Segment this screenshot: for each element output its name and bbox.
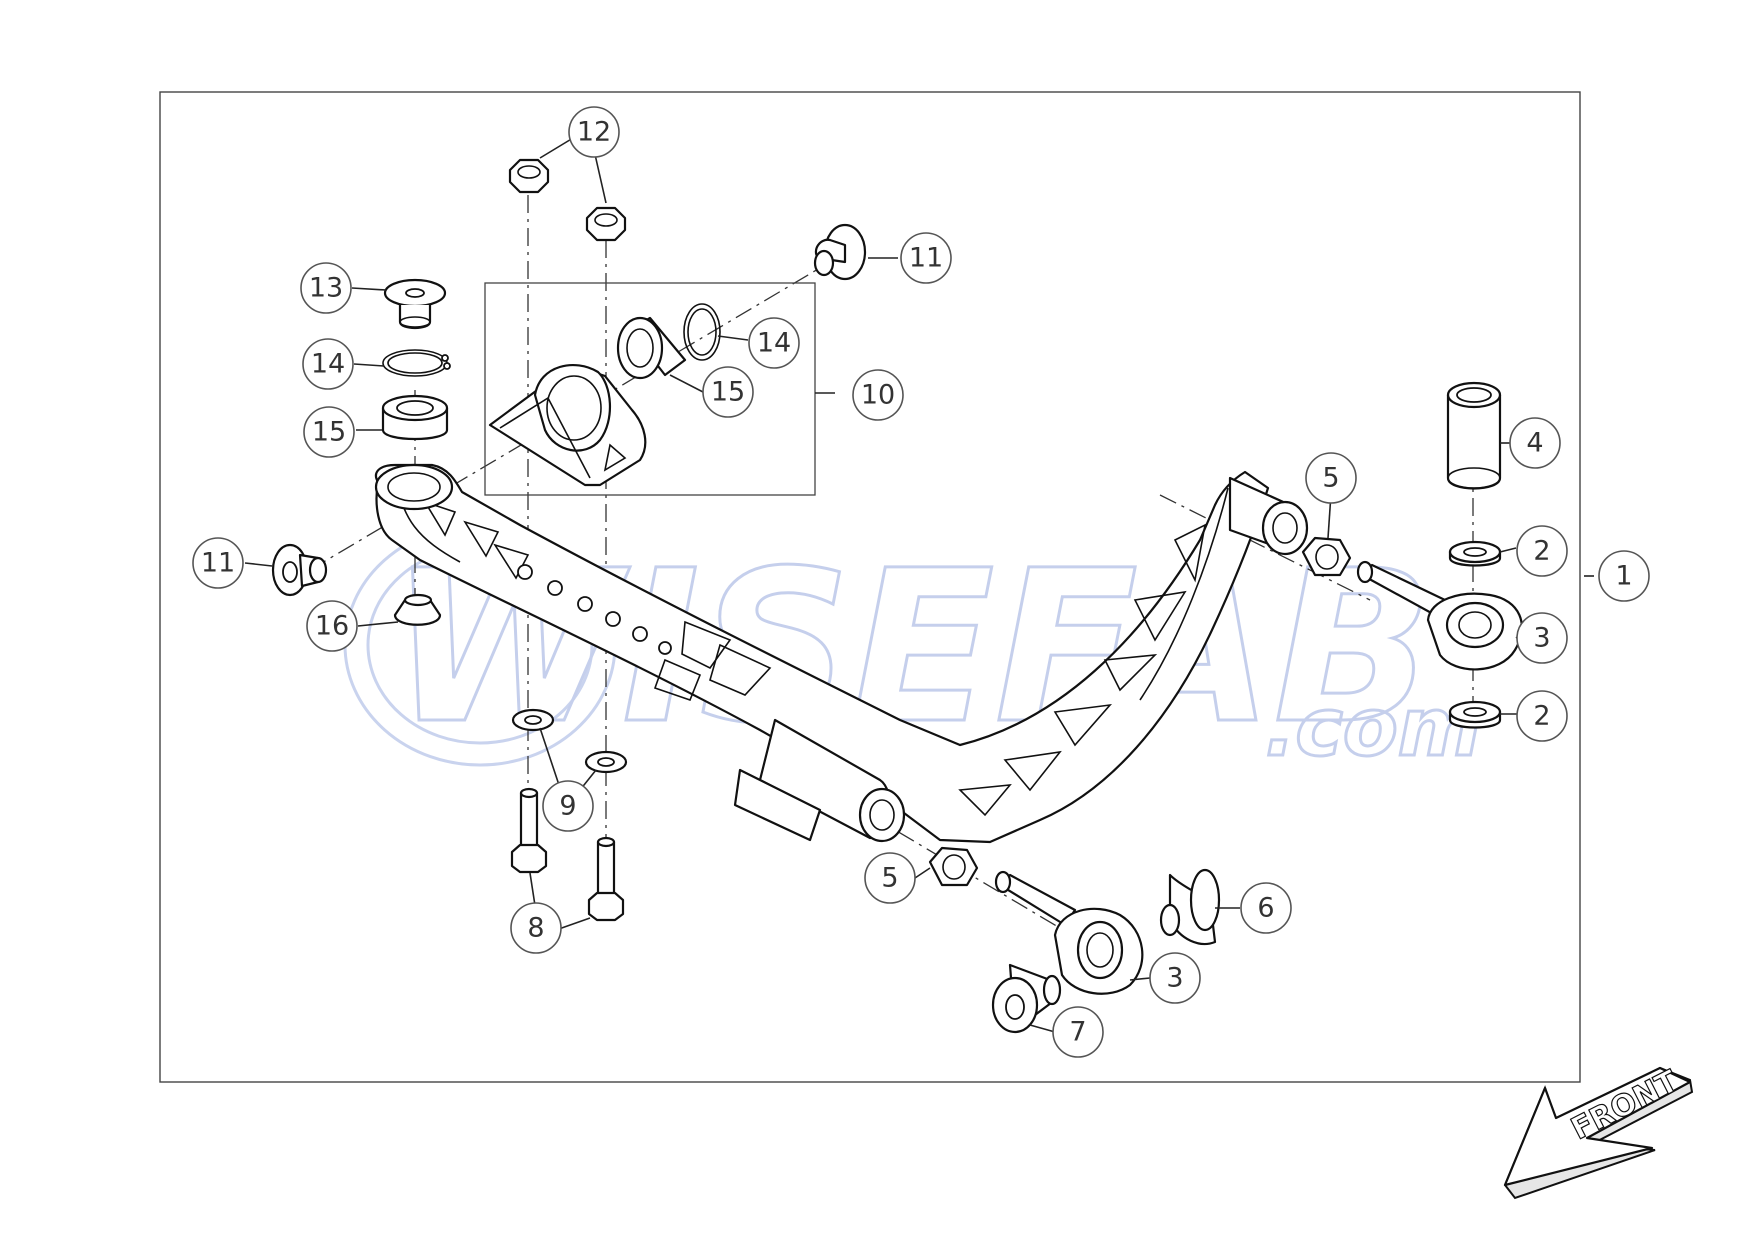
callout-14-left: 14	[302, 338, 354, 390]
bearing-housing	[488, 364, 647, 487]
washer-right	[584, 750, 628, 774]
cone-spacer-7	[991, 963, 1062, 1034]
watermark-domain: .com	[1265, 681, 1481, 774]
cap-left	[271, 543, 328, 597]
cap-top	[813, 223, 867, 281]
callout-8-label: 8	[527, 913, 544, 944]
rod-end-lower	[994, 870, 1144, 995]
callout-1: 1	[1598, 550, 1650, 602]
washer-left	[511, 708, 555, 732]
callout-12-label: 12	[577, 117, 611, 148]
callout-7-label: 7	[1069, 1017, 1086, 1048]
callout-3-upper: 3	[1516, 612, 1568, 664]
rod-end-upper	[1356, 560, 1523, 671]
callout-15-right-label: 15	[711, 377, 745, 408]
callout-6-label: 6	[1257, 893, 1274, 924]
jam-nut-lower	[928, 846, 979, 887]
callout-6: 6	[1240, 882, 1292, 934]
callout-5-upper: 5	[1305, 452, 1357, 504]
lower-bushing	[393, 593, 442, 626]
bearing-right	[616, 316, 687, 380]
cone-spacer-6	[1159, 868, 1221, 946]
callout-3-lower: 3	[1149, 952, 1201, 1004]
callout-11-top-label: 11	[909, 243, 943, 274]
sub-assembly-box	[484, 282, 816, 496]
callout-1-label: 1	[1615, 561, 1632, 592]
callout-15-left: 15	[303, 406, 355, 458]
drawing-frame	[159, 91, 1581, 1083]
callout-3-lower-label: 3	[1166, 963, 1183, 994]
callout-2-lower-label: 2	[1533, 701, 1550, 732]
callout-4: 4	[1509, 417, 1561, 469]
callout-2-lower: 2	[1516, 690, 1568, 742]
callout-13-label: 13	[309, 273, 343, 304]
nut-left	[508, 158, 550, 194]
callout-16-label: 16	[315, 611, 349, 642]
callout-15-right: 15	[702, 366, 754, 418]
callout-16: 16	[306, 600, 358, 652]
callout-10-label: 10	[861, 380, 895, 411]
left-stack	[381, 278, 451, 441]
callout-2-upper: 2	[1516, 525, 1568, 577]
callout-9: 9	[542, 780, 594, 832]
callout-3-upper-label: 3	[1533, 623, 1550, 654]
jam-nut-upper	[1301, 536, 1352, 577]
callout-11-left: 11	[192, 537, 244, 589]
callout-12: 12	[568, 106, 620, 158]
callout-9-label: 9	[559, 791, 576, 822]
callout-11-top: 11	[900, 232, 952, 284]
callout-14-right: 14	[748, 317, 800, 369]
front-direction-arrow: FRONT	[1503, 1063, 1694, 1200]
callout-13: 13	[300, 262, 352, 314]
washer-lower	[1448, 700, 1502, 729]
callout-5-lower-label: 5	[881, 863, 898, 894]
callout-15-left-label: 15	[312, 417, 346, 448]
circlip-right	[683, 303, 721, 361]
bolt-right	[587, 836, 625, 922]
callout-7: 7	[1052, 1006, 1104, 1058]
callout-11-left-label: 11	[201, 548, 235, 579]
subframe-arm	[374, 463, 1309, 844]
callout-14-right-label: 14	[757, 328, 791, 359]
callout-10: 10	[852, 369, 904, 421]
callout-5-upper-label: 5	[1322, 463, 1339, 494]
washer-upper	[1448, 540, 1502, 567]
leader-lines	[244, 134, 1594, 1033]
callout-8: 8	[510, 902, 562, 954]
spacer-tube	[1446, 381, 1502, 490]
callout-4-label: 4	[1526, 428, 1543, 459]
bolt-left	[510, 787, 548, 874]
callout-2-upper-label: 2	[1533, 536, 1550, 567]
callout-5-lower: 5	[864, 852, 916, 904]
callout-14-left-label: 14	[311, 349, 345, 380]
nut-right	[585, 206, 627, 242]
